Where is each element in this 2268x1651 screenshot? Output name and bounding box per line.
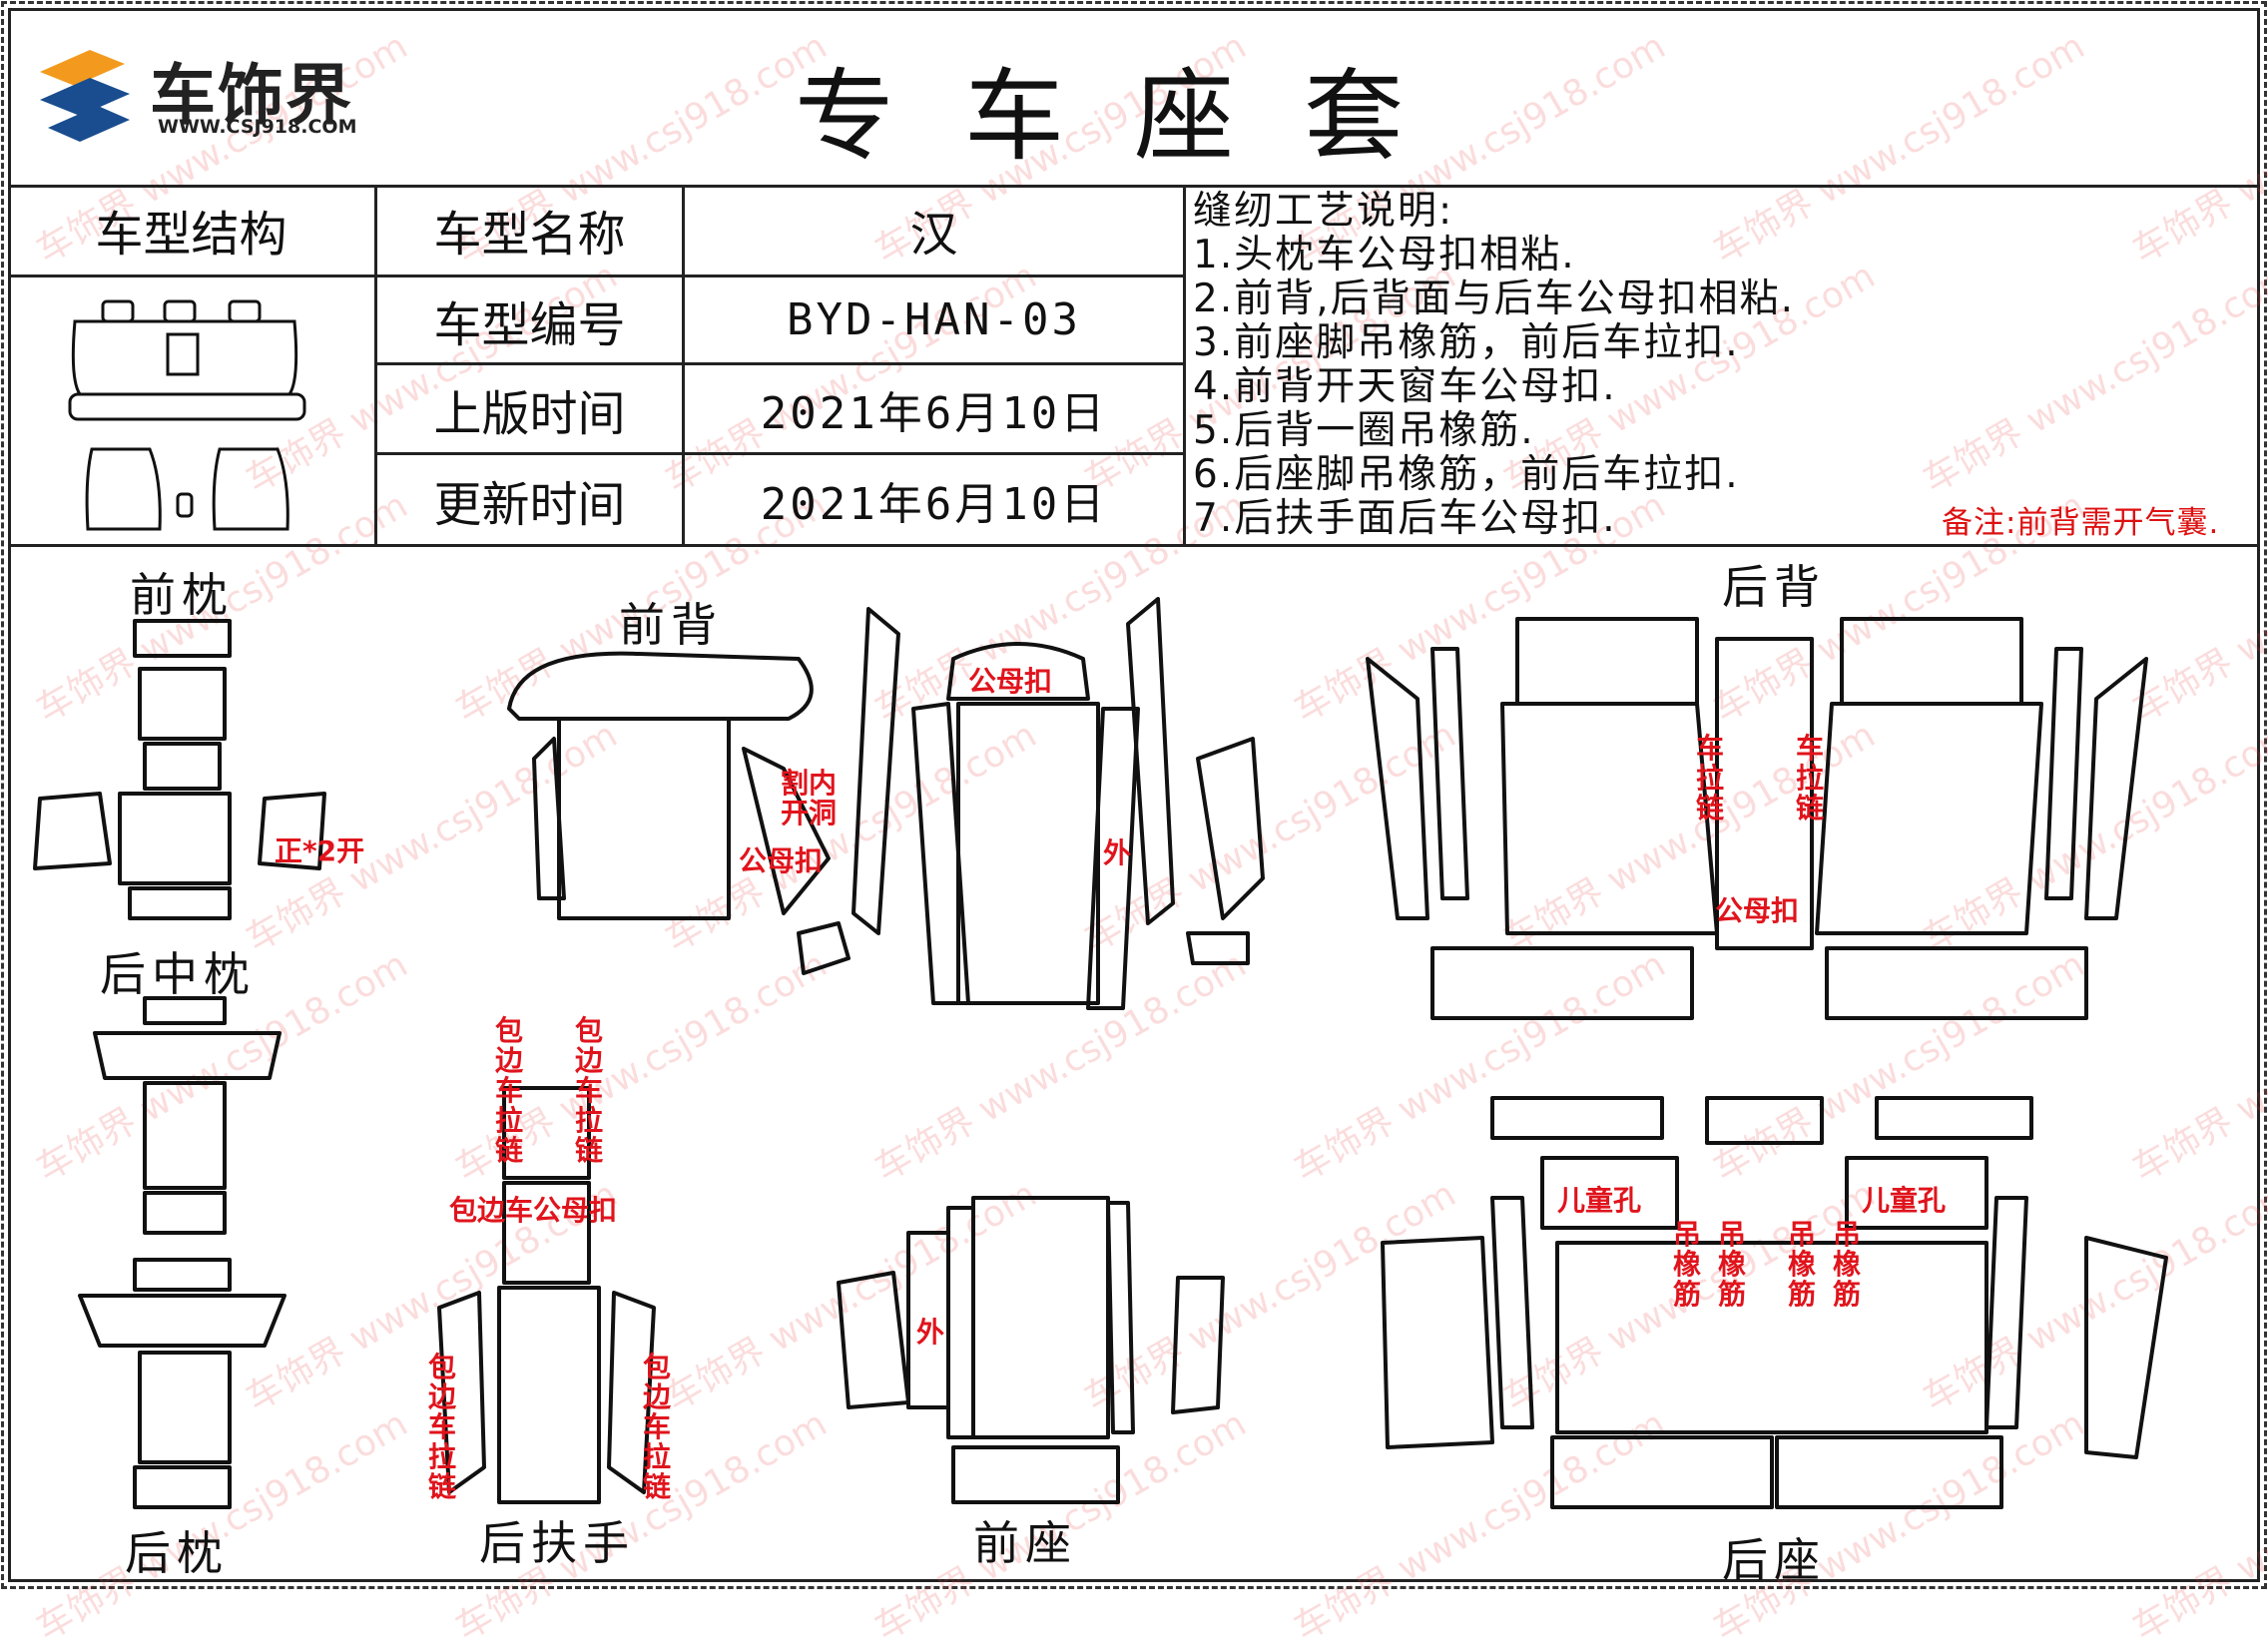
table-row-line	[374, 452, 1183, 455]
mark-snap: 公母扣	[968, 665, 1053, 698]
table-row-line	[374, 275, 1183, 277]
name-value: 汉	[909, 207, 958, 263]
label-rear-back: 后背	[1722, 560, 1826, 614]
mark-elastic: 吊橡筋	[1672, 1218, 1701, 1311]
mark-snap: 公母扣	[739, 844, 824, 877]
label-rear-mid-pillow: 后中枕	[100, 947, 256, 1001]
upd-value: 2021年6月10日	[760, 478, 1108, 530]
label-rear-armrest: 后扶手	[479, 1516, 635, 1570]
notes-title: 缝纫工艺说明:	[1193, 189, 1454, 234]
label-front-pillow: 前枕	[130, 568, 234, 622]
note-item: 3.前座脚吊橡筋，前后车拉扣.	[1193, 320, 1740, 365]
brand-name: 车饰界	[150, 57, 353, 134]
mark-outer: 外	[916, 1316, 945, 1349]
upd-label: 更新时间	[433, 476, 626, 533]
table-row-line	[374, 362, 1183, 365]
mark-edge-zipper: 包边车拉链	[642, 1351, 671, 1503]
pub-value: 2021年6月10日	[760, 387, 1108, 439]
pub-label: 上版时间	[433, 385, 626, 442]
mark-elastic: 吊橡筋	[1832, 1218, 1861, 1311]
mark-elastic: 吊橡筋	[1717, 1218, 1746, 1311]
mark-edge-zipper: 包边车拉链	[574, 1014, 603, 1167]
mark-edge-zipper: 包边车拉链	[427, 1351, 456, 1503]
brand-url: WWW.CSJ918.COM	[158, 116, 357, 138]
label-rear-seat: 后座	[1722, 1533, 1826, 1587]
mark-edge-snap: 包边车公母扣	[449, 1194, 618, 1227]
mark-edge-zipper: 包边车拉链	[494, 1014, 523, 1167]
note-item: 7.后扶手面后车公母扣.	[1193, 496, 1617, 541]
code-value: BYD-HAN-03	[787, 294, 1081, 345]
code-label: 车型编号	[433, 296, 626, 353]
mark-child-hole: 儿童孔	[1557, 1184, 1642, 1217]
note-item: 5.后背一圈吊橡筋.	[1193, 408, 1535, 453]
mark-open-twice: 正*2开	[275, 834, 365, 867]
label-front-seat: 前座	[973, 1516, 1077, 1570]
mark-snap: 公母扣	[1715, 894, 1800, 927]
mark-elastic: 吊橡筋	[1787, 1218, 1816, 1311]
page-title: 专车座套	[795, 58, 1473, 175]
mark-zipper: 车拉链	[1695, 732, 1724, 825]
struct-label: 车型结构	[95, 207, 287, 263]
table-top-line	[8, 185, 2260, 188]
table-bottom-line	[8, 544, 2260, 547]
mark-outer: 外	[1103, 836, 1132, 869]
label-front-back: 前背	[619, 598, 723, 652]
mark-inner-hole: 割内开洞	[780, 767, 837, 829]
note-item: 4.前背开天窗车公母扣.	[1193, 364, 1617, 409]
table-divider	[1183, 185, 1186, 544]
note-item: 1.头枕车公母扣相粘.	[1193, 233, 1576, 277]
page-border	[1, 1, 2267, 1589]
mark-zipper: 车拉链	[1795, 732, 1824, 825]
remark: 备注:前背需开气囊.	[1942, 505, 2220, 541]
note-item: 6.后座脚吊橡筋，前后车拉扣.	[1193, 452, 1740, 497]
note-item: 2.前背,后背面与后车公母扣相粘.	[1193, 276, 1796, 321]
table-row-line	[8, 275, 374, 277]
sewing-notes: 缝纫工艺说明: 1.头枕车公母扣相粘. 2.前背,后背面与后车公母扣相粘. 3.…	[1193, 190, 1795, 541]
name-label: 车型名称	[433, 207, 626, 263]
label-rear-pillow: 后枕	[125, 1526, 229, 1580]
brand-logo-icon	[40, 50, 130, 142]
mark-child-hole: 儿童孔	[1862, 1184, 1947, 1217]
